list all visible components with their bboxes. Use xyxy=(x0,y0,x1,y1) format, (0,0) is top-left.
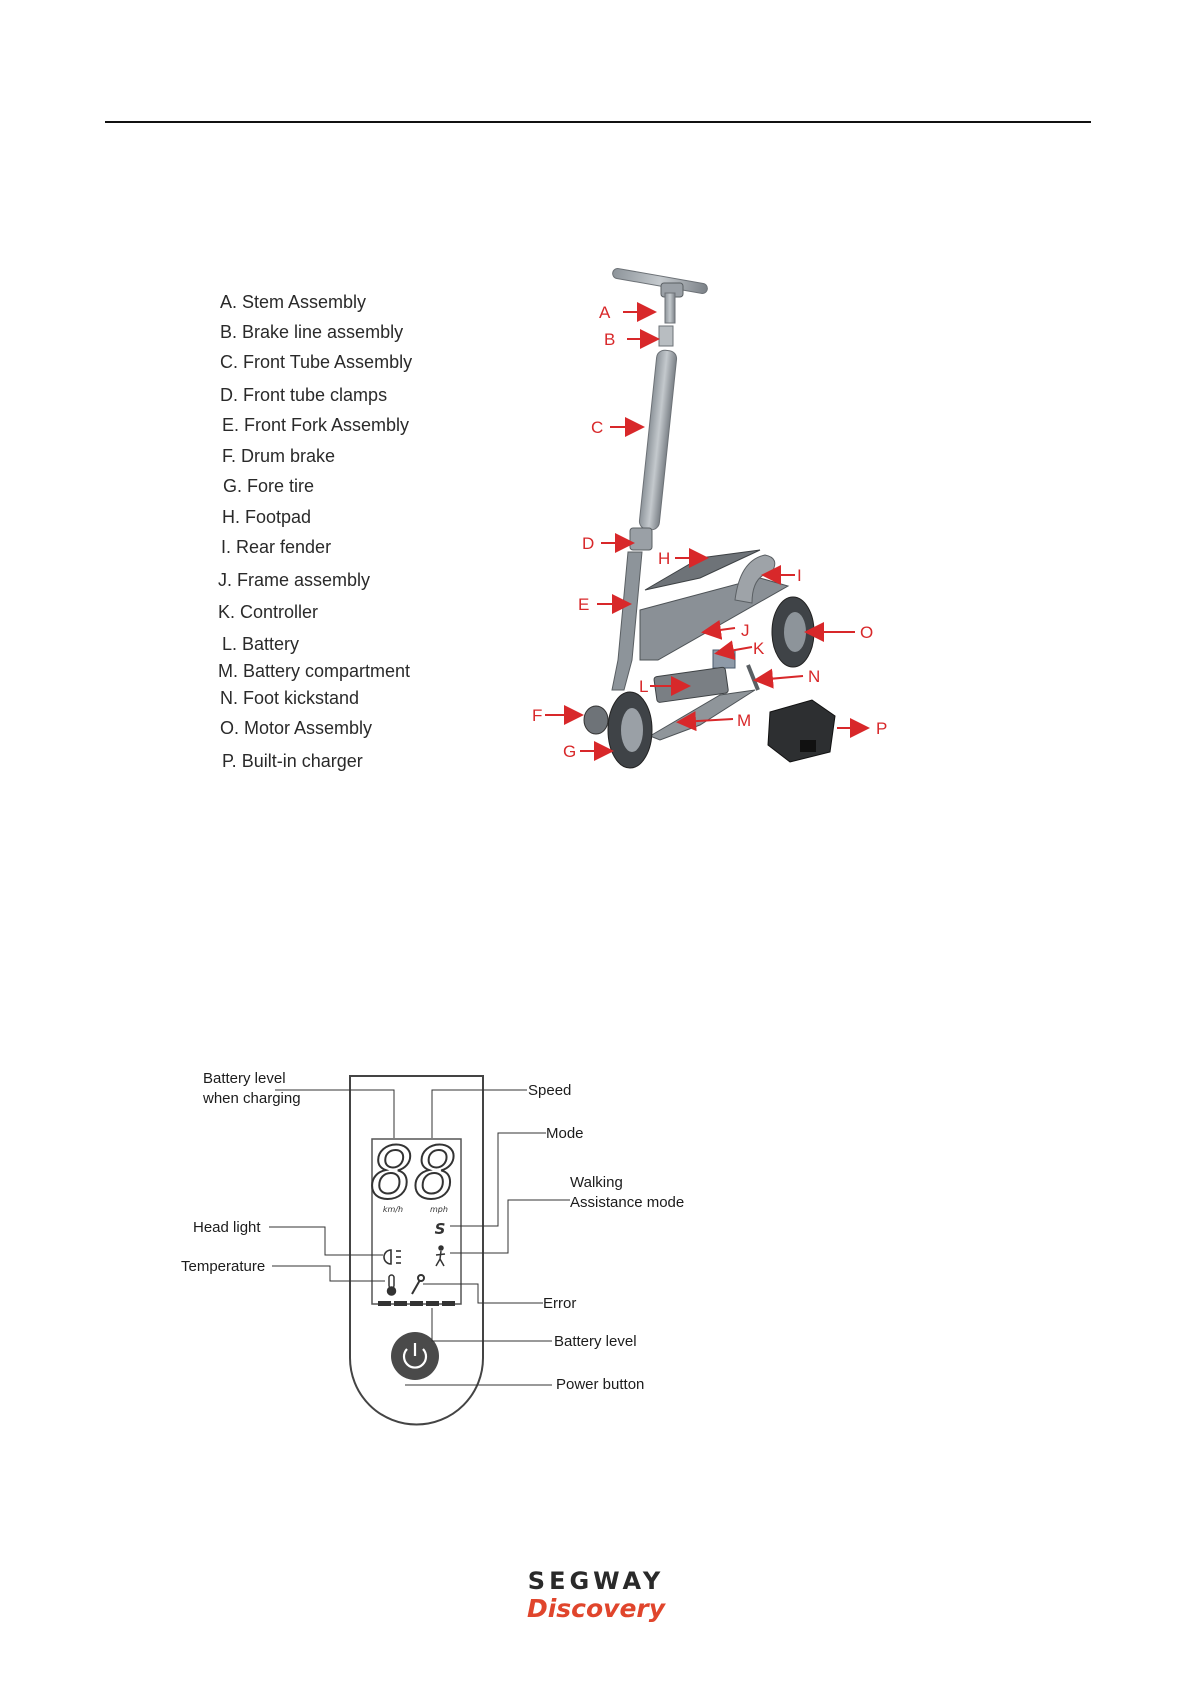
letter-a: A xyxy=(599,303,611,322)
label-power-button: Power button xyxy=(556,1376,644,1393)
walking-person-icon xyxy=(435,1245,446,1267)
segway-discovery-logo: SEGWAY Discovery xyxy=(527,1567,667,1623)
part-item-f: F. Drum brake xyxy=(222,446,336,466)
letter-f: F xyxy=(532,706,542,725)
scooter-exploded-diagram: A B C D E F G H I J K L M N O P xyxy=(532,268,887,769)
logo-product: Discovery xyxy=(527,1594,667,1623)
battery-level-bars xyxy=(378,1301,455,1306)
label-walking-line2: Assistance mode xyxy=(570,1194,684,1211)
stem-assembly-shape xyxy=(612,268,708,324)
label-mode: Mode xyxy=(546,1125,584,1142)
part-item-l: L. Battery xyxy=(222,634,300,654)
leader-mode xyxy=(450,1132,546,1227)
label-head-light: Head light xyxy=(193,1219,261,1236)
logo-brand: SEGWAY xyxy=(528,1567,664,1595)
part-item-k: K. Controller xyxy=(218,602,319,622)
unit-kmh: km/h xyxy=(383,1205,403,1214)
label-battery-charging-line2: when charging xyxy=(202,1090,301,1107)
dashboard-outline xyxy=(349,1075,484,1426)
part-item-o: O. Motor Assembly xyxy=(220,718,373,738)
letter-o: O xyxy=(860,623,873,642)
part-item-e: E. Front Fork Assembly xyxy=(222,415,410,435)
letter-p: P xyxy=(876,719,887,738)
display-diagram: 88 km/h mph S xyxy=(181,1070,684,1426)
leader-speed xyxy=(431,1089,527,1138)
arrow-n xyxy=(753,668,804,689)
front-fork-shape xyxy=(611,551,643,691)
part-item-g: G. Fore tire xyxy=(223,476,315,496)
label-battery-level: Battery level xyxy=(554,1333,637,1350)
letter-g: G xyxy=(563,742,576,761)
footpad-shape xyxy=(644,549,761,591)
arrow-k xyxy=(714,640,753,661)
part-item-c: C. Front Tube Assembly xyxy=(220,352,413,372)
label-error: Error xyxy=(543,1295,576,1312)
letter-k: K xyxy=(753,639,765,658)
letter-b: B xyxy=(604,330,615,349)
letter-c: C xyxy=(591,418,603,437)
arrow-m xyxy=(676,711,734,732)
drum-brake-shape xyxy=(583,705,609,735)
part-item-b: B. Brake line assembly xyxy=(220,322,404,342)
letter-n: N xyxy=(808,667,820,686)
front-tube-clamp-shape xyxy=(629,527,653,551)
label-walking-line1: Walking xyxy=(570,1174,623,1191)
letter-e: E xyxy=(578,595,589,614)
frame-shape xyxy=(639,577,790,661)
leader-walking xyxy=(450,1199,570,1254)
front-tube-shape xyxy=(638,349,678,531)
kickstand-shape xyxy=(746,664,760,691)
parts-list: A. Stem Assembly B. Brake line assembly … xyxy=(0,0,520,800)
part-item-p: P. Built-in charger xyxy=(222,751,363,771)
power-button[interactable] xyxy=(391,1332,439,1380)
leader-battery-charging xyxy=(275,1089,395,1138)
part-item-m: M. Battery compartment xyxy=(218,661,411,681)
power-icon xyxy=(402,1348,428,1369)
leader-battery-level xyxy=(431,1308,552,1342)
charger-shape xyxy=(767,699,836,763)
speed-digits: 88 xyxy=(371,1131,458,1215)
letter-d: D xyxy=(582,534,594,553)
head-light-icon xyxy=(383,1249,401,1265)
part-item-a: A. Stem Assembly xyxy=(220,292,367,312)
leader-head-light xyxy=(269,1226,383,1256)
thermometer-icon xyxy=(386,1274,397,1296)
part-item-d: D. Front tube clamps xyxy=(220,385,388,405)
diagram-arrows xyxy=(545,302,870,761)
motor-hub-shape xyxy=(784,612,806,652)
wrench-icon xyxy=(411,1274,425,1295)
brake-line-shape xyxy=(658,325,674,347)
arrow-j xyxy=(701,619,736,640)
letter-i: I xyxy=(797,566,802,585)
mode-indicator: S xyxy=(435,1220,446,1238)
part-item-i: I. Rear fender xyxy=(221,537,332,557)
part-item-n: N. Foot kickstand xyxy=(220,688,360,708)
unit-mph: mph xyxy=(430,1205,448,1214)
leader-error xyxy=(423,1283,543,1304)
part-item-j: J. Frame assembly xyxy=(218,570,371,590)
front-wheel-hub-shape xyxy=(621,708,643,752)
part-item-h: H. Footpad xyxy=(222,507,312,527)
leader-lines xyxy=(269,1089,570,1386)
letter-m: M xyxy=(737,711,751,730)
label-battery-charging-line1: Battery level xyxy=(203,1070,286,1087)
letter-h: H xyxy=(658,549,670,568)
letter-j: J xyxy=(741,621,750,640)
leader-temperature xyxy=(272,1265,385,1282)
header-rule xyxy=(105,121,1091,123)
label-speed: Speed xyxy=(528,1082,571,1099)
label-temperature: Temperature xyxy=(181,1258,265,1275)
letter-l: L xyxy=(639,677,648,696)
diagram-letters: A B C D E F G H I J K L M N O P xyxy=(532,303,887,761)
